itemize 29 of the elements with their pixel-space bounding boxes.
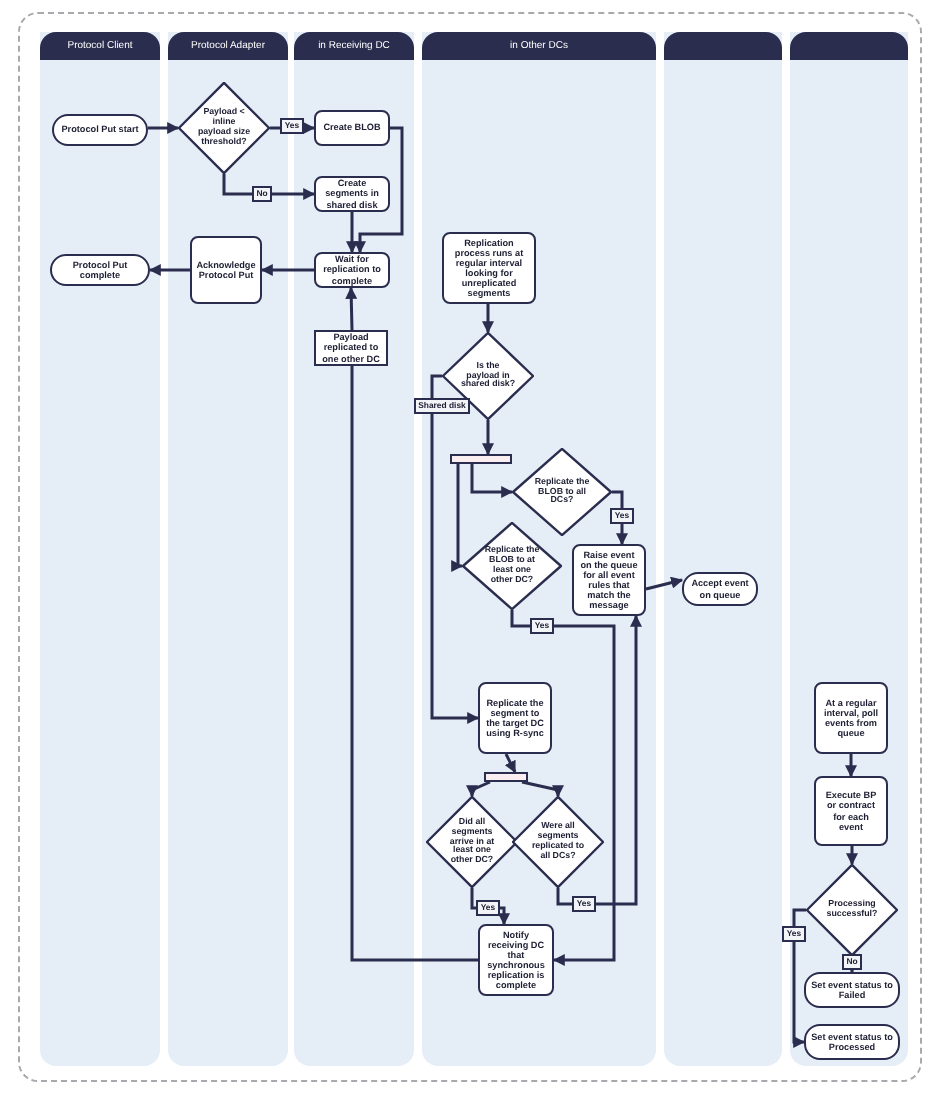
arrow xyxy=(451,464,464,572)
arrow xyxy=(482,304,494,334)
swimlane xyxy=(422,32,656,1066)
arrow xyxy=(354,126,404,254)
arrow xyxy=(148,122,180,134)
arrow xyxy=(521,780,564,798)
fork-bar xyxy=(450,454,512,464)
arrow xyxy=(612,490,628,546)
swimlane xyxy=(168,32,288,1066)
arrow xyxy=(510,610,616,966)
arrow xyxy=(148,264,190,276)
swimlane xyxy=(790,32,908,1066)
arrow xyxy=(466,780,491,798)
swimlane xyxy=(40,32,160,1066)
arrow xyxy=(792,908,806,1048)
arrow xyxy=(346,212,358,254)
arrow xyxy=(556,614,642,906)
arrow xyxy=(430,374,480,724)
arrow xyxy=(846,846,858,866)
arrow xyxy=(645,576,684,591)
arrow xyxy=(345,286,358,331)
fork-bar xyxy=(484,772,528,782)
arrow xyxy=(845,754,857,778)
arrow xyxy=(470,464,514,498)
arrow xyxy=(482,420,494,456)
swimlane xyxy=(664,32,782,1066)
arrow xyxy=(260,264,314,276)
arrow xyxy=(504,753,517,774)
arrow xyxy=(270,122,316,134)
